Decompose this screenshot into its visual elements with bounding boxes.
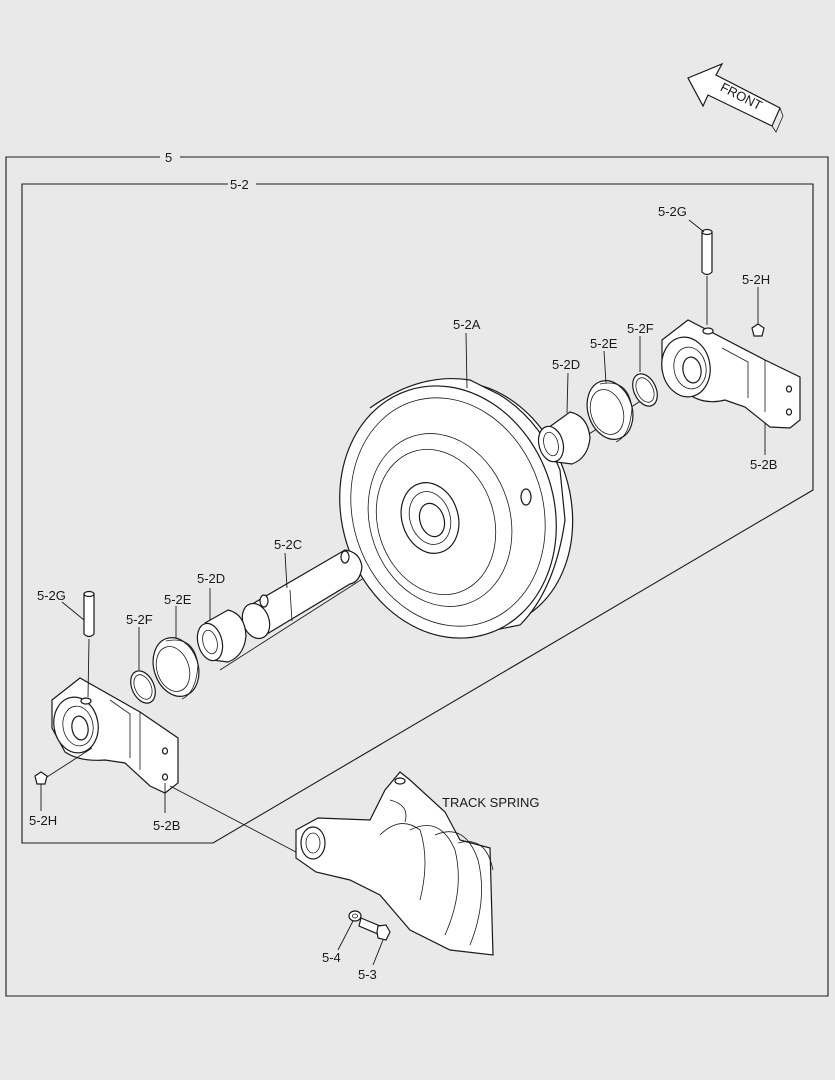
front-arrow-icon: FRONT: [687, 62, 784, 133]
callout-5-2D-right: 5-2D: [552, 357, 580, 372]
group-frame-5: 5: [5, 150, 829, 997]
bracket-left: [51, 677, 179, 794]
bolt: [358, 917, 391, 941]
callout-5-2F-right: 5-2F: [627, 321, 654, 336]
group-label-5: 5: [165, 150, 172, 165]
shaft: [241, 549, 363, 640]
group-label-5-2: 5-2: [230, 177, 249, 192]
callout-5-2A: 5-2A: [453, 317, 481, 332]
callout-5-2G-right: 5-2G: [658, 204, 687, 219]
pin-left: [83, 590, 95, 638]
callout-5-2G-left: 5-2G: [37, 588, 66, 603]
callout-5-2C: 5-2C: [274, 537, 302, 552]
callout-5-2B-left: 5-2B: [153, 818, 180, 833]
callout-5-2D-left: 5-2D: [197, 571, 225, 586]
callout-5-2F-left: 5-2F: [126, 612, 153, 627]
idler-wheel: [339, 377, 574, 639]
callout-5-4: 5-4: [322, 950, 341, 965]
collar-right: [537, 411, 591, 465]
bracket-right: [661, 319, 801, 429]
callout-5-2H-left: 5-2H: [29, 813, 57, 828]
plug-right: [751, 323, 765, 337]
callout-5-3: 5-3: [358, 967, 377, 982]
track-spring-label: TRACK SPRING: [442, 795, 540, 810]
callout-5-2H-right: 5-2H: [742, 272, 770, 287]
group-frame-5-2: 5-2: [21, 177, 814, 844]
pin-right: [701, 228, 713, 276]
washer: [348, 910, 362, 922]
callout-5-2E-left: 5-2E: [164, 592, 192, 607]
callout-5-2E-right: 5-2E: [590, 336, 618, 351]
plug-left: [34, 771, 48, 785]
oring-right: [632, 373, 658, 407]
oring-left: [130, 670, 156, 704]
collar-left: [196, 609, 247, 663]
seal-left: [152, 637, 200, 700]
seal-right: [586, 380, 634, 443]
track-spring: [295, 771, 494, 956]
callout-5-2B-right: 5-2B: [750, 457, 777, 472]
